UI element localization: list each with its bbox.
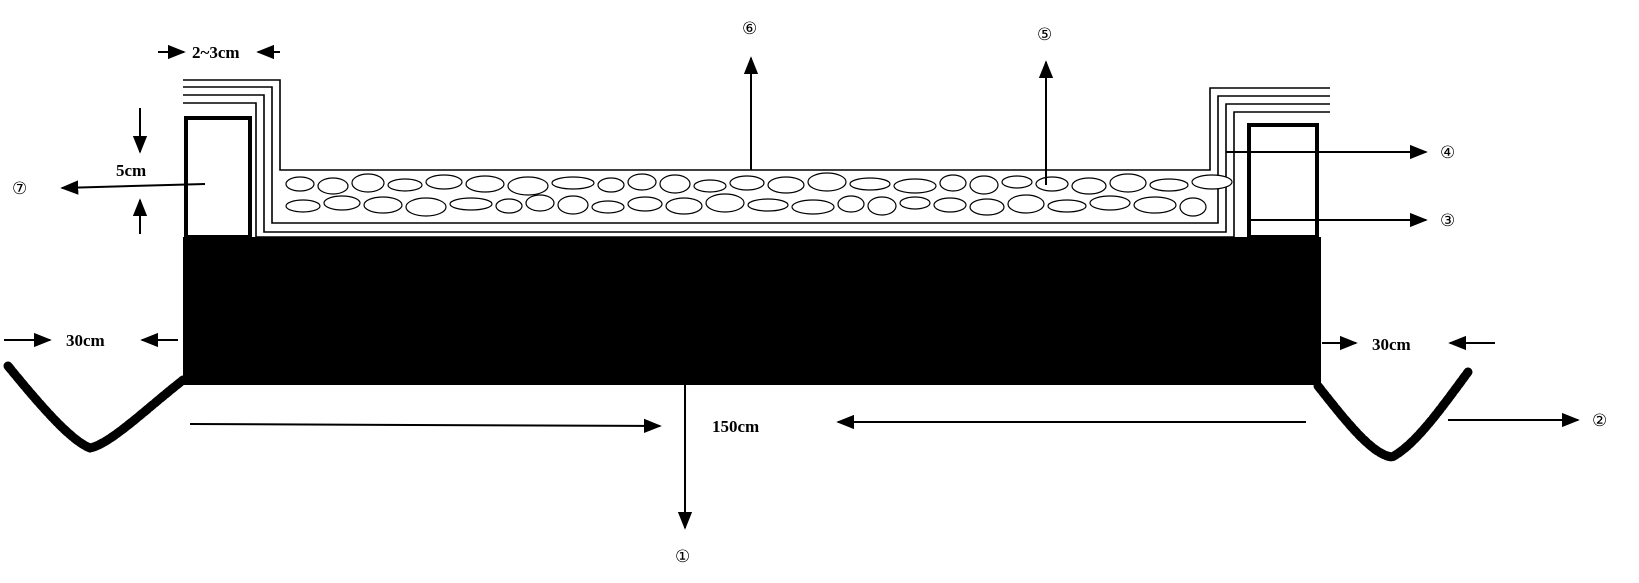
gravel-stone <box>363 196 403 214</box>
marker-2: ② <box>1592 411 1607 431</box>
left-ditch <box>3 361 188 453</box>
gravel-stone <box>323 195 361 211</box>
gravel-stone <box>659 174 691 194</box>
width-arrow-left <box>189 418 662 434</box>
gravel-stone <box>551 176 595 190</box>
gravel-stone <box>837 195 865 213</box>
gravel-stone <box>767 176 805 194</box>
gravel-stone <box>867 196 897 216</box>
gravel-stone <box>591 200 625 214</box>
gravel-stone <box>1007 194 1045 214</box>
gravel-layer <box>285 172 1233 217</box>
lining-layers <box>183 79 1330 238</box>
gravel-stone <box>557 195 589 215</box>
gravel-stone <box>791 199 835 215</box>
gravel-stone <box>317 177 349 195</box>
gravel-stone <box>495 198 523 214</box>
gravel-stone <box>1001 175 1033 189</box>
marker-5: ⑤ <box>1037 25 1052 45</box>
gravel-stone <box>507 176 549 196</box>
gravel-stone <box>387 178 423 192</box>
gravel-stone <box>807 172 847 192</box>
gravel-stone <box>1149 178 1189 192</box>
gravel-stone <box>285 199 321 213</box>
gravel-stone <box>729 175 765 191</box>
left-ridge <box>184 116 252 239</box>
gravel-stone <box>351 173 385 193</box>
marker-3: ③ <box>1440 211 1455 231</box>
marker-6: ⑥ <box>742 19 757 39</box>
marker-7: ⑦ <box>12 179 27 199</box>
gravel-stone <box>465 175 505 193</box>
gravel-stone <box>939 174 967 192</box>
gravel-stone <box>285 176 315 192</box>
marker-4: ④ <box>1440 143 1455 163</box>
height-label: 5cm <box>116 161 146 180</box>
gravel-stone <box>1179 197 1207 217</box>
gravel-stone <box>1133 196 1177 214</box>
gravel-stone <box>597 177 625 193</box>
gravel-stone <box>627 196 663 212</box>
gravel-stone <box>899 196 931 210</box>
gravel-stone <box>1089 195 1131 211</box>
side-left-label: 30cm <box>66 331 105 350</box>
gravel-stone <box>705 193 745 213</box>
gravel-stone <box>693 179 727 193</box>
gravel-stone <box>1191 174 1233 190</box>
gravel-stone <box>747 198 789 212</box>
gravel-stone <box>1035 176 1069 192</box>
gravel-stone <box>969 198 1005 216</box>
marker-1: ① <box>675 547 690 567</box>
gap-label: 2~3cm <box>192 43 240 62</box>
arrow-7 <box>60 180 206 195</box>
gravel-stone <box>1047 199 1087 213</box>
gravel-stone <box>893 178 937 194</box>
side-right-label: 30cm <box>1372 335 1411 354</box>
width-label: 150cm <box>712 417 759 436</box>
right-ditch <box>1313 367 1473 462</box>
right-ridge <box>1247 123 1319 239</box>
gravel-stone <box>665 197 703 215</box>
gravel-stone <box>425 174 463 190</box>
gravel-stone <box>627 173 657 191</box>
gravel-stone <box>405 197 447 217</box>
gravel-stone <box>969 175 999 195</box>
gravel-stone <box>849 177 891 191</box>
gravel-stone <box>933 197 967 213</box>
gravel-stone <box>525 194 555 212</box>
soil-body <box>183 237 1321 385</box>
gravel-stone <box>1071 177 1107 195</box>
gravel-stone <box>1109 173 1147 193</box>
gravel-stone <box>449 197 493 211</box>
